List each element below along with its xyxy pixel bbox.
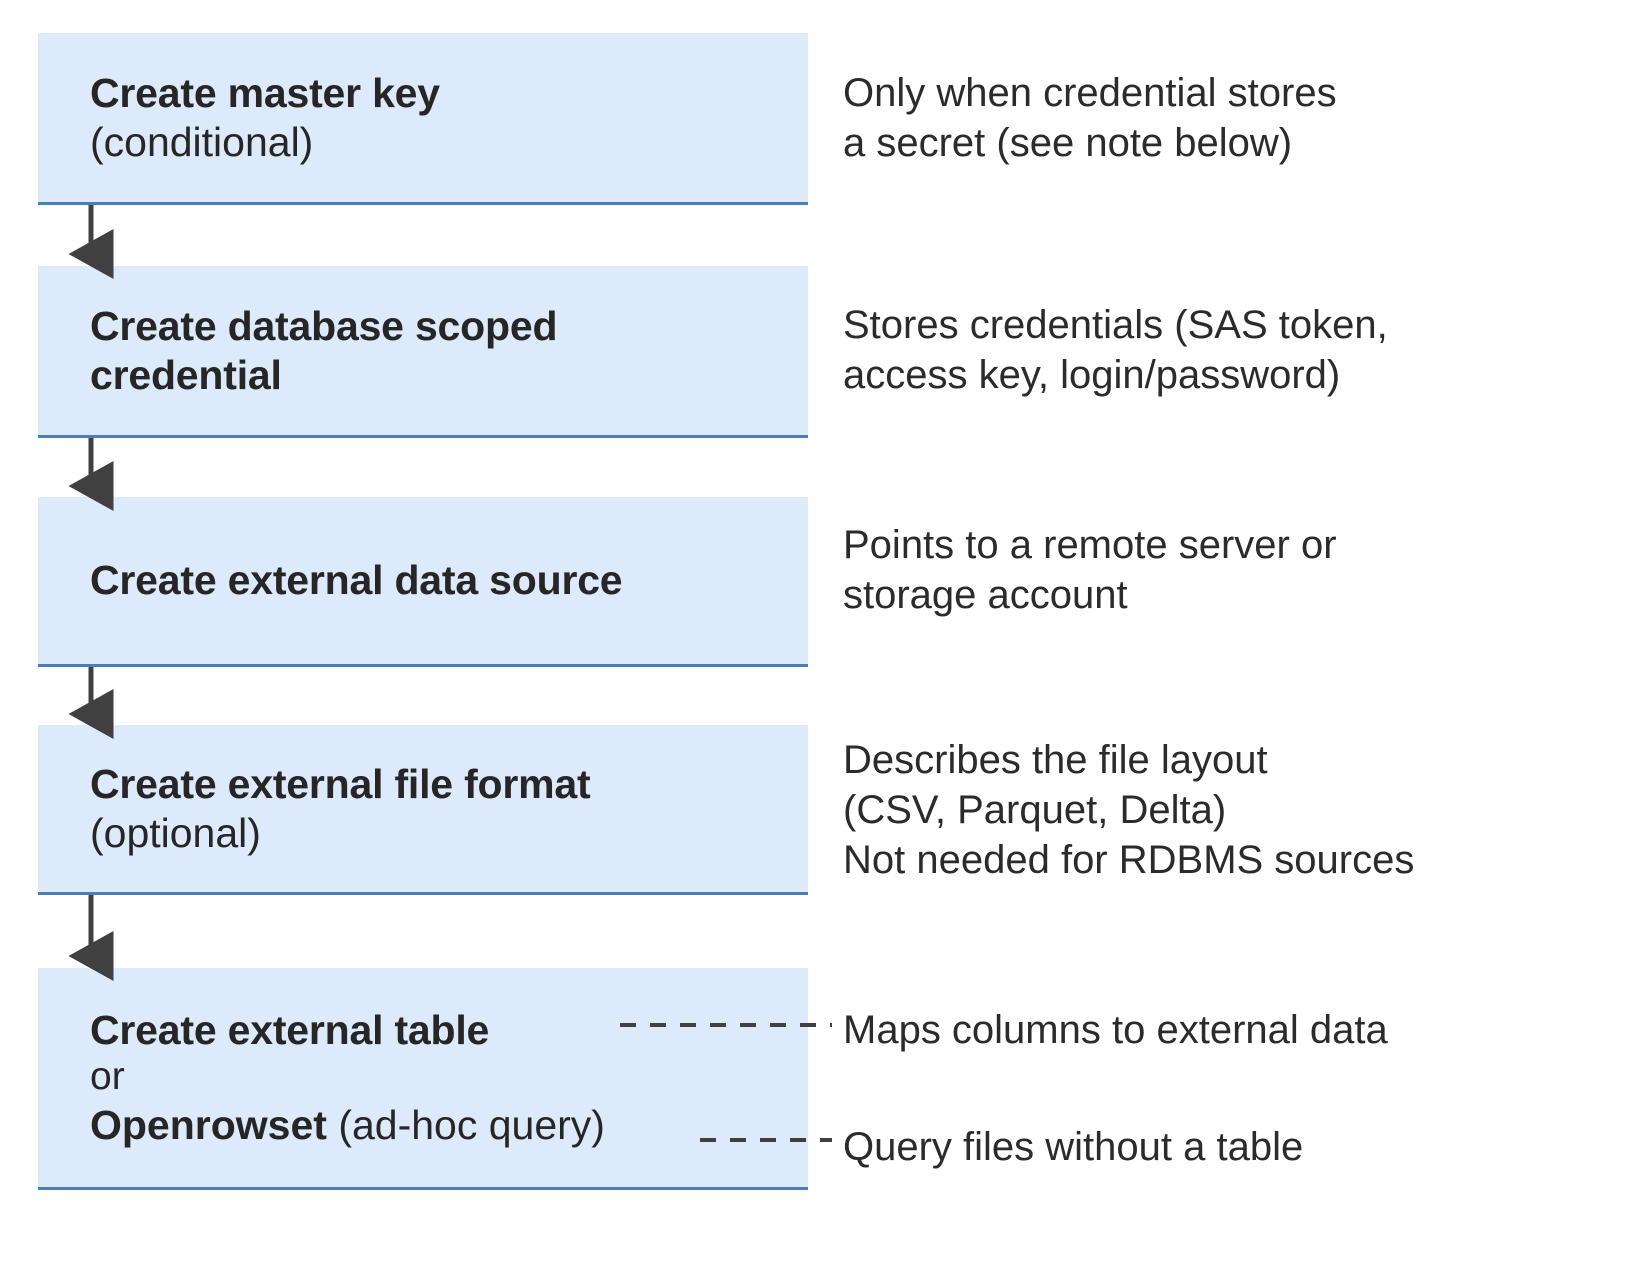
step-separator-or: or xyxy=(90,1055,125,1099)
step-box-create-external-file-format[interactable]: Create external file format (optional) xyxy=(38,725,808,895)
step-title: Create master key xyxy=(90,70,440,117)
step-box-create-master-key[interactable]: Create master key (conditional) xyxy=(38,33,808,205)
step-box-create-external-table-or-openrowset[interactable]: Create external table or Openrowset (ad-… xyxy=(38,968,808,1190)
step-title: Create database scoped credential xyxy=(90,303,558,398)
step-subtitle: (optional) xyxy=(90,809,261,856)
annotation-create-master-key: Only when credential stores a secret (se… xyxy=(843,71,1337,165)
step-title: Create external data source xyxy=(90,557,623,604)
openrowset-label: Openrowset xyxy=(90,1101,327,1148)
annotation-create-external-table: Maps columns to external data xyxy=(843,1008,1388,1052)
step-subtitle: (conditional) xyxy=(90,118,314,165)
annotation-create-external-data-source: Points to a remote server or storage acc… xyxy=(843,523,1337,617)
annotation-openrowset: Query files without a table xyxy=(843,1125,1304,1169)
step-alternative-openrowset: Openrowset (ad-hoc query) xyxy=(90,1101,794,1149)
step-box-create-external-data-source[interactable]: Create external data source xyxy=(38,497,808,667)
step-title: Create external file format xyxy=(90,761,591,808)
step-title-external-table: Create external table xyxy=(90,1007,490,1054)
annotation-create-external-file-format: Describes the file layout (CSV, Parquet,… xyxy=(843,738,1415,882)
annotation-create-database-scoped-credential: Stores credentials (SAS token, access ke… xyxy=(843,303,1388,397)
step-box-create-database-scoped-credential[interactable]: Create database scoped credential xyxy=(38,266,808,438)
openrowset-qualifier: (ad-hoc query) xyxy=(326,1101,605,1148)
